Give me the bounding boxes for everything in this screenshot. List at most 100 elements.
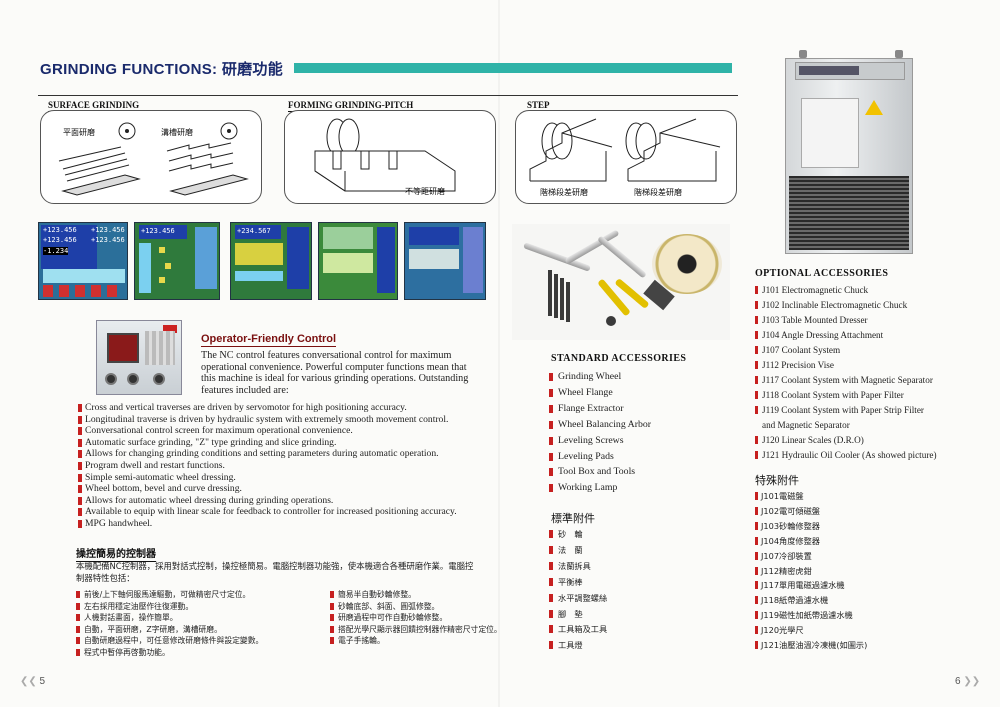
control-screenshots: +123.456 +123.456 -1.234 +123.456 +123.4… [38,222,486,302]
optional-accessory-item-continued: and Magnetic Separator [762,420,850,430]
page-number-right: 6 ❯❯ [955,676,980,687]
standard-accessory-item: Grinding Wheel [549,369,651,385]
step-grinding-label-2: 階梯段差研磨 [634,188,682,197]
operator-control-title-zh-text: 操控簡易的控制器 [76,549,156,560]
surface-grinding-diagram: 平面研磨 溝槽研磨 [40,110,262,204]
step-grinding-illustration [529,118,721,182]
optional-accessory-item: J121 Hydraulic Oil Cooler (As showed pic… [755,448,937,463]
optional-accessory-item-zh: J104角度修整器 [755,534,867,549]
feature-item-zh: 左右採用穩定油壓作往復運動。 [76,601,263,613]
optional-accessory-item-zh: J118紙帶過濾水機 [755,593,867,608]
control-panel-image [96,320,182,395]
feature-item: Program dwell and restart functions. [78,460,498,472]
feature-item: Longitudinal traverse is driven by hydra… [78,414,498,426]
optional-accessory-item-zh: J117單用電磁過濾水機 [755,578,867,593]
feature-item-zh: 簡易半自動砂輪修整。 [330,589,502,601]
surface-grinding-illustration [58,122,249,196]
operator-control-title-zh: 操控簡易的控制器 [76,545,156,562]
optional-accessory-item: J118 Coolant System with Paper Filter [755,388,937,403]
optional-accessory-item: J117 Coolant System with Magnetic Separa… [755,373,937,388]
surface-grinding-text: SURFACE GRINDING [48,100,140,110]
optional-accessory-item: J120 Linear Scales (D.R.O) [755,433,937,448]
standard-accessory-item-zh: 工具燈 [549,638,607,654]
screenshot-4 [318,222,398,300]
forming-grinding-illustration [314,118,456,192]
standard-accessory-item-zh: 法蘭拆具 [549,559,607,575]
unequal-pitch-label: 不等距研磨 [405,187,445,196]
screenshot-3: +234.567 [230,222,312,300]
operator-control-paragraph: The NC control features conversational c… [201,350,469,396]
standard-tools-image [512,224,730,340]
operator-features-zh-col2: 簡易半自動砂輪修整。砂輪底部、斜面、圓弧修整。研磨過程中可作自動砂輪修整。搭配光… [330,589,502,647]
optional-accessory-item-zh: J103砂輪修整器 [755,519,867,534]
standard-accessory-item: Tool Box and Tools [549,464,651,480]
standard-accessory-item: Leveling Pads [549,449,651,465]
standard-accessory-item-zh: 水平調整螺絲 [549,591,607,607]
page-spine [498,0,500,707]
optional-accessory-item-zh: J102電可傾磁盤 [755,504,867,519]
optional-accessory-item-zh: J101電磁盤 [755,489,867,504]
readout-6: +123.456 [141,227,175,235]
feature-item-zh: 搭配光學尺顯示器回饋控制器作精密尺寸定位。 [330,624,502,636]
forming-grinding-diagram: 不等距研磨 [284,110,496,204]
page-title: GRINDING FUNCTIONS: 研磨功能 [40,58,283,79]
readout-4: +123.456 [91,226,125,234]
feature-item: Simple semi-automatic wheel dressing. [78,472,498,484]
feature-item-zh: 程式中暫停再啓動功能。 [76,647,263,659]
optional-accessory-item-zh: J112精密虎鉗 [755,564,867,579]
page-right-number: 6 [955,676,961,687]
operator-control-paragraph-zh: 本機配備NC控制器，採用對話式控制，操控極簡易。電腦控制器功能強，使本機適合各種… [76,561,474,583]
standard-accessories-title: STANDARD ACCESSORIES [551,353,687,364]
forming-grinding-text: FORMING GRINDING-PITCH [288,100,414,110]
page-number-left: ❮❮ 5 [20,676,45,687]
optional-accessories-title-zh: 特殊附件 [755,474,799,487]
readout-3: -1.234 [43,247,69,255]
optional-accessory-item: J102 Inclinable Electromagnetic Chuck [755,298,937,313]
feature-item-zh: 人機對話畫面，操作簡單。 [76,612,263,624]
optional-accessory-item: J119 Coolant System with Paper Strip Fil… [755,403,937,418]
operator-features-list: Cross and vertical traverses are driven … [78,402,498,530]
optional-accessory-item: J103 Table Mounted Dresser [755,313,937,328]
operator-features-zh-col1: 前後/上下軸伺服馬達驅動，可做精密尺寸定位。左右採用穩定油壓作往復運動。人機對話… [76,589,263,659]
standard-accessory-item-zh: 腳 墊 [549,607,607,623]
feature-item-zh: 自動，平面研磨，Z字研磨，溝槽研磨。 [76,624,263,636]
feature-item-zh: 自動研磨過程中，可任意修改研磨條件與設定變數。 [76,635,263,647]
feature-item: Automatic surface grinding, "Z" type gri… [78,437,498,449]
readout-5: +123.456 [91,236,125,244]
standard-accessory-item-zh: 法 蘭 [549,543,607,559]
standard-accessories-list-zh: 砂 輪法 蘭法蘭拆具平衡棒水平調整螺絲腳 墊工具箱及工具工具燈 [549,527,607,654]
optional-accessory-item: J107 Coolant System [755,343,937,358]
standard-accessory-item: Wheel Flange [549,385,651,401]
header-rule [38,95,738,96]
step-grinding-label-1: 階梯段差研磨 [540,188,588,197]
feature-item: Allows for changing grinding conditions … [78,448,498,460]
standard-accessory-item: Flange Extractor [549,401,651,417]
standard-accessories-title-zh: 標準附件 [551,512,595,525]
optional-accessory-item-zh: J121油壓油溫冷凍機(如圖示) [755,638,867,653]
standard-accessory-item: Leveling Screws [549,433,651,449]
screenshot-1: +123.456 +123.456 -1.234 +123.456 +123.4… [38,222,128,300]
optional-accessory-item-zh: J107冷卻裝置 [755,549,867,564]
oil-cooler-image [755,44,945,258]
standard-accessory-item: Wheel Balancing Arbor [549,417,651,433]
operator-control-title-text: Operator-Friendly Control [201,333,337,345]
readout-1: +123.456 [43,226,77,234]
feature-item: MPG handwheel. [78,518,498,530]
readout-2: +123.456 [43,236,77,244]
feature-item: Wheel bottom, bevel and curve dressing. [78,483,498,495]
page-right-arrow-icon: ❯❯ [963,676,981,687]
standard-accessory-item: Working Lamp [549,480,651,496]
feature-item: Cross and vertical traverses are driven … [78,402,498,414]
optional-accessory-item: J101 Electromagnetic Chuck [755,283,937,298]
optional-accessory-item: J104 Angle Dressing Attachment [755,328,937,343]
standard-accessory-item-zh: 工具箱及工具 [549,622,607,638]
accent-bar [294,63,732,73]
screenshot-2: +123.456 [134,222,220,300]
optional-accessory-item: J112 Precision Vise [755,358,937,373]
step-grinding-diagram: 階梯段差研磨 階梯段差研磨 [515,110,737,204]
feature-item-zh: 電子手搖輪。 [330,635,502,647]
feature-item-zh: 研磨過程中可作自動砂輪修整。 [330,612,502,624]
